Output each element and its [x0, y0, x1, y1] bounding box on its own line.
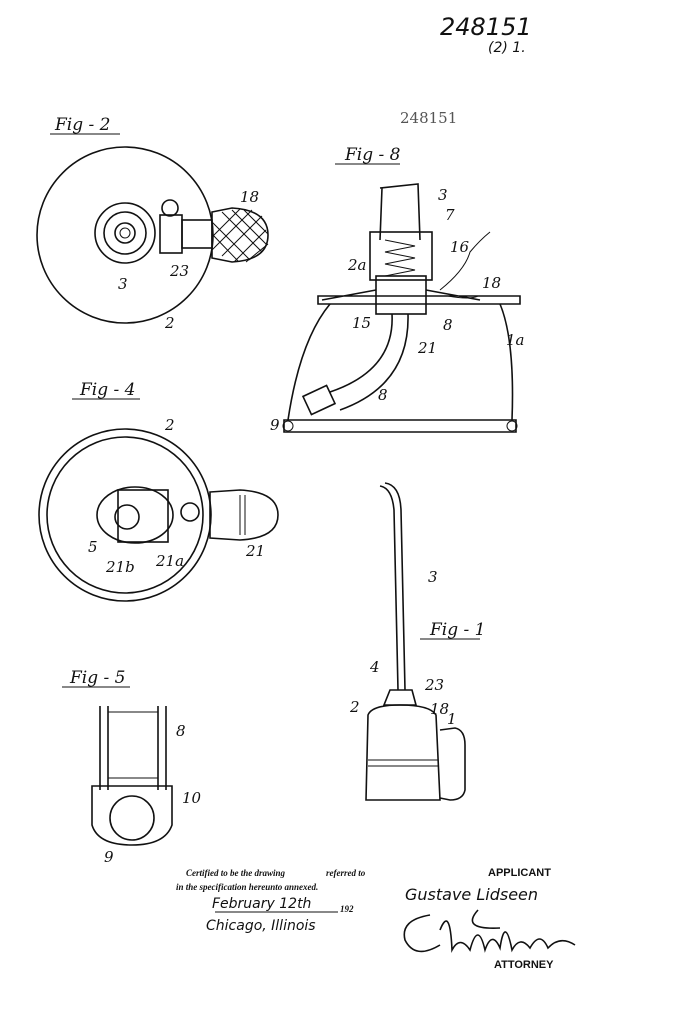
cert-line-2: in the specification hereunto annexed.	[176, 882, 318, 892]
figure-2-label: Fig - 2	[54, 115, 110, 135]
attorney-signature	[403, 909, 576, 953]
ref-10: 10	[182, 789, 202, 807]
ref-9: 9	[270, 416, 280, 434]
ref-16: 16	[450, 238, 470, 256]
cert-place: Chicago, Illinois	[206, 918, 316, 934]
ref-3: 3	[428, 568, 438, 586]
attorney-label: ATTORNEY	[494, 959, 554, 971]
ref-5: 5	[88, 538, 98, 556]
ref-21a: 21a	[155, 552, 184, 570]
ref-18: 18	[430, 700, 449, 718]
ref-23: 23	[169, 262, 189, 280]
ref-18: 18	[482, 274, 501, 292]
cert-year: 192	[340, 904, 354, 914]
ref-2: 2	[349, 698, 360, 716]
cert-date: February 12th	[212, 896, 311, 912]
figure-1-label: Fig - 1	[429, 620, 485, 640]
ref-3: 3	[438, 186, 448, 204]
ref-2: 2	[164, 416, 175, 434]
ref-8: 8	[443, 316, 453, 334]
ref-23: 23	[424, 676, 444, 694]
ref-2a: 2a	[347, 256, 367, 274]
ref-8b: 8	[378, 386, 388, 404]
ref-1a: 1a	[506, 331, 525, 349]
cert-line-1b: referred to	[326, 868, 366, 878]
ref-15: 15	[352, 314, 371, 332]
ref-2: 2	[164, 314, 175, 332]
figure-5: Fig - 5 8 10 9	[62, 668, 202, 866]
ref-4: 4	[369, 658, 380, 676]
patent-number: 248151	[400, 109, 457, 127]
figure-1: Fig - 1 3 4 23 2 18 1	[349, 482, 485, 801]
ref-21: 21	[245, 542, 265, 560]
ref-9: 9	[104, 848, 114, 866]
ref-1: 1	[447, 710, 457, 728]
handwritten-number: 248151	[440, 13, 532, 41]
ref-8: 8	[176, 722, 186, 740]
ref-7: 7	[445, 206, 455, 224]
handwritten-sub: (2) 1.	[488, 40, 526, 56]
figure-8-label: Fig - 8	[344, 145, 401, 165]
ref-3: 3	[118, 275, 128, 293]
ref-21b: 21b	[105, 558, 135, 576]
figure-8: Fig - 8 3 7 16 2a 18 15 8 21 1a 8 9	[270, 145, 525, 434]
signature-block: APPLICANT Gustave Lidseen ATTORNEY	[403, 867, 576, 971]
figure-4-label: Fig - 4	[79, 380, 135, 400]
cert-line-1a: Certified to be the drawing	[186, 868, 286, 878]
certification-block: Certified to be the drawing referred to …	[176, 868, 366, 934]
figure-4: Fig - 4 2 5 21b 21a 21	[38, 380, 279, 602]
figure-5-label: Fig - 5	[69, 668, 125, 688]
ref-21: 21	[417, 339, 437, 357]
applicant-label: APPLICANT	[488, 867, 551, 879]
ref-18: 18	[240, 188, 259, 206]
applicant-name: Gustave Lidseen	[405, 885, 538, 904]
figure-2: Fig - 2 18 3 23 2	[36, 115, 269, 332]
